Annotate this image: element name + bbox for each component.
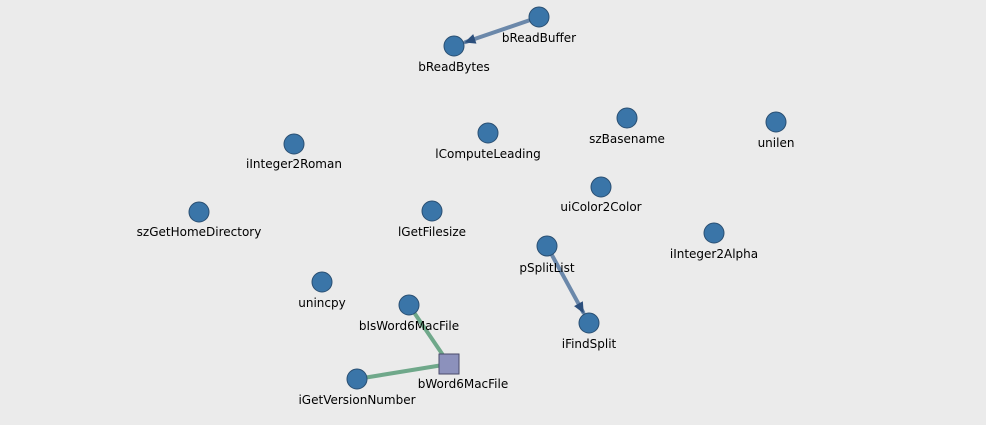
- node-circle-marker[interactable]: [616, 107, 638, 129]
- node-circle-marker[interactable]: [283, 133, 305, 155]
- node-label: iInteger2Alpha: [670, 247, 758, 261]
- node-szBasename[interactable]: szBasename: [589, 107, 665, 146]
- node-circle-marker[interactable]: [765, 111, 787, 133]
- node-pSplitList[interactable]: pSplitList: [519, 235, 575, 275]
- node-iInteger2Alpha[interactable]: iInteger2Alpha: [670, 222, 758, 261]
- node-circle-marker[interactable]: [703, 222, 725, 244]
- node-label: iInteger2Roman: [246, 157, 342, 171]
- node-circle-marker[interactable]: [421, 200, 443, 222]
- node-label: bReadBytes: [418, 60, 489, 74]
- node-label: iGetVersionNumber: [298, 393, 415, 407]
- node-circle-marker[interactable]: [578, 312, 600, 334]
- node-uiColor2Color[interactable]: uiColor2Color: [560, 176, 642, 214]
- node-circle-marker[interactable]: [311, 271, 333, 293]
- node-label: bReadBuffer: [502, 31, 576, 45]
- node-label: lGetFilesize: [398, 225, 466, 239]
- edge-arrowhead: [464, 34, 477, 44]
- node-label: pSplitList: [519, 261, 574, 275]
- node-circle-marker[interactable]: [188, 201, 210, 223]
- node-label: unilen: [758, 136, 795, 150]
- node-label: szBasename: [589, 132, 665, 146]
- node-circle-marker[interactable]: [528, 6, 550, 28]
- node-bIsWord6MacFile[interactable]: bIsWord6MacFile: [359, 294, 459, 333]
- node-circle-marker[interactable]: [443, 35, 465, 57]
- node-iFindSplit[interactable]: iFindSplit: [562, 312, 617, 351]
- node-bReadBuffer[interactable]: bReadBuffer: [502, 6, 576, 45]
- node-circle-marker[interactable]: [477, 122, 499, 144]
- edge-iGetVersionNumber-to-bWord6MacFile: [355, 363, 442, 381]
- node-circle-marker[interactable]: [398, 294, 420, 316]
- node-bWord6MacFile[interactable]: bWord6MacFile: [418, 353, 508, 391]
- node-circle-marker[interactable]: [536, 235, 558, 257]
- node-label: bWord6MacFile: [418, 377, 508, 391]
- node-circle-marker[interactable]: [346, 368, 368, 390]
- nodes-layer: bReadBuffer bReadBytes iInteger2Roman lComp…: [137, 6, 795, 407]
- node-label: iFindSplit: [562, 337, 617, 351]
- node-circle-marker[interactable]: [590, 176, 612, 198]
- edge-bReadBuffer-to-bReadBytes: [463, 15, 541, 45]
- node-lComputeLeading[interactable]: lComputeLeading: [435, 122, 541, 161]
- node-square-marker[interactable]: [438, 353, 460, 375]
- node-iGetVersionNumber[interactable]: iGetVersionNumber: [298, 368, 416, 407]
- edge-arrowhead: [574, 301, 584, 314]
- node-label: lComputeLeading: [435, 147, 540, 161]
- node-bReadBytes[interactable]: bReadBytes: [418, 35, 490, 74]
- edge-pSplitList-to-iFindSplit: [545, 244, 586, 315]
- node-label: uiColor2Color: [560, 200, 641, 214]
- node-iInteger2Roman[interactable]: iInteger2Roman: [246, 133, 342, 171]
- node-szGetHomeDirectory[interactable]: szGetHomeDirectory: [137, 201, 262, 239]
- node-unincpy[interactable]: unincpy: [298, 271, 346, 310]
- node-label: unincpy: [298, 296, 345, 310]
- node-lGetFilesize[interactable]: lGetFilesize: [398, 200, 466, 239]
- node-label: bIsWord6MacFile: [359, 319, 459, 333]
- node-unilen[interactable]: unilen: [758, 111, 795, 150]
- node-label: szGetHomeDirectory: [137, 225, 262, 239]
